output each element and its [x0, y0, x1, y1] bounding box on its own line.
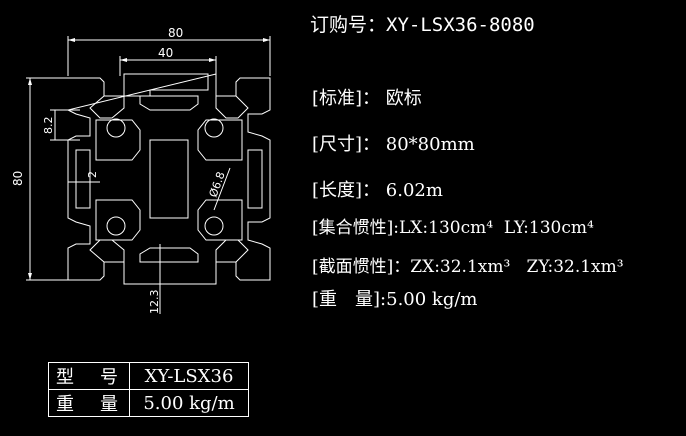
table-row: 重 量 5.00 kg/m [48, 389, 249, 417]
table-row: 型 号 XY-LSX36 [48, 362, 249, 390]
spec-inertia-label: 集合惯性 [318, 218, 387, 238]
spec-size: [尺寸]： 80*80mm [312, 134, 475, 155]
dim-wall-label: 2 [86, 171, 99, 178]
spec-section-label: 截面惯性 [318, 257, 387, 277]
model-value: XY-LSX36 [129, 362, 249, 390]
spec-standard-value: 欧标 [385, 88, 422, 109]
spec-size-value: 80*80mm [385, 134, 475, 155]
order-number-label: 订购号： [310, 14, 387, 36]
spec-section: [截面惯性]：ZX:32.1xm³ ZY:32.1xm³ [312, 257, 624, 277]
spec-standard: [标准]： 欧标 [312, 88, 422, 109]
spec-inertia-lx: LX:130cm⁴ [399, 218, 494, 238]
info-table: 型 号 XY-LSX36 重 量 5.00 kg/m [48, 362, 249, 417]
order-number: 订购号：XY-LSX36-8080 [310, 10, 535, 37]
spec-standard-label: 标准 [319, 88, 356, 109]
dim-slot-label: 40 [158, 46, 173, 60]
spec-section-zy: ZY:32.1xm³ [526, 257, 624, 277]
weight-value: 5.00 kg/m [129, 389, 249, 417]
profile-outline [66, 73, 271, 285]
spec-inertia: [集合惯性]:LX:130cm⁴ LY:130cm⁴ [312, 218, 594, 238]
hole-top-left [106, 118, 126, 138]
spec-length-value: 6.02m [385, 180, 443, 201]
spec-weight-label: 重 量 [319, 289, 374, 310]
weight-label: 重 量 [48, 389, 130, 417]
dim-width-label: 80 [168, 26, 183, 40]
dim-offset-label: 12.3 [148, 290, 161, 315]
spec-inertia-ly: LY:130cm⁴ [503, 218, 594, 238]
dim-slot-depth-label: 8.2 [42, 117, 55, 135]
dim-hole-label: Ø6.8 [207, 170, 228, 199]
spec-length-label: 长度 [319, 180, 356, 201]
hole-bottom-right [204, 216, 224, 236]
hole-top-right [204, 118, 224, 138]
order-number-code: XY-LSX36-8080 [386, 14, 535, 36]
spec-size-label: 尺寸 [319, 134, 356, 155]
spec-length: [长度]： 6.02m [312, 180, 443, 201]
spec-weight-value: 5.00 kg/m [386, 289, 478, 310]
spec-section-zx: ZX:32.1xm³ [410, 257, 511, 277]
hole-bottom-left [106, 216, 126, 236]
model-label: 型 号 [48, 362, 130, 390]
spec-weight: [重 量]:5.00 kg/m [312, 289, 478, 310]
dim-height-label: 80 [11, 171, 25, 186]
